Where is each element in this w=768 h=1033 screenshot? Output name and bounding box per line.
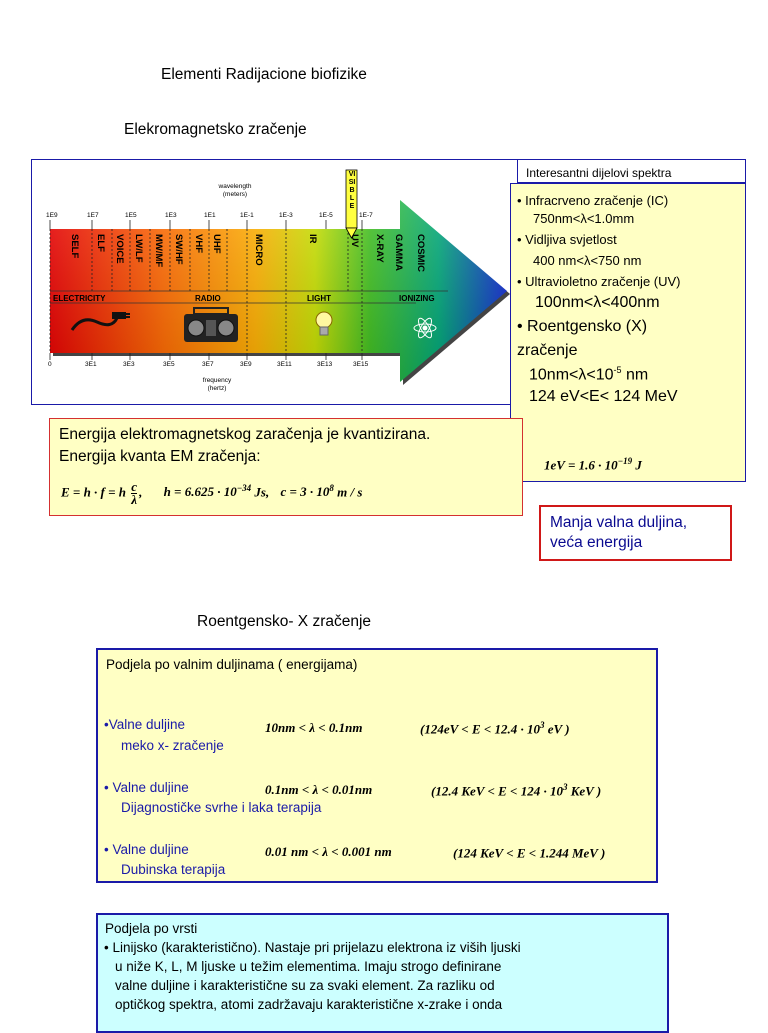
list-item: • Valne duljine	[104, 780, 189, 795]
frequency-tick: 0	[48, 361, 52, 368]
spectrum-graphic	[49, 169, 510, 385]
page-title: Elementi Radijacione biofizike	[161, 66, 367, 83]
list-item: Dubinska terapija	[121, 862, 226, 877]
range-formula: 10nm < λ < 0.1nm	[265, 720, 363, 735]
list-item: 750nm<λ<1.0mm	[533, 211, 635, 226]
wavelength-label: wavelength	[218, 183, 252, 190]
band-label: LW/LF	[133, 234, 144, 263]
visible-label: VISIBLE	[348, 171, 356, 210]
paragraph-line: optičkog spektra, atomi zadržavaju karak…	[115, 997, 503, 1012]
frequency-label: frequency	[202, 377, 232, 384]
radio-icon	[184, 307, 238, 342]
wavelength-tick: 1E5	[125, 212, 137, 219]
list-item: 100nm<λ<400nm	[535, 294, 660, 311]
energy-formula: (124 KeV < E < 1.244 MeV )	[453, 845, 606, 861]
list-item: • Vidljiva svjetlost	[517, 232, 617, 247]
band-label: SW/HF	[173, 234, 184, 265]
list-item: 124 eV<E< 124 MeV	[529, 388, 678, 405]
list-item: 400 nm<λ<750 nm	[533, 253, 642, 268]
atom-icon	[413, 317, 437, 339]
band-label: UV	[349, 234, 360, 248]
list-item: • Infracrveno zračenje (IC)	[517, 193, 669, 208]
band-label: GAMMA	[393, 234, 404, 271]
list-item: • Ultravioletno zračenje (UV)	[517, 274, 681, 289]
energy-line2: Energija kvanta EM zračenja:	[59, 448, 261, 465]
paragraph-line: • Linijsko (karakteristično). Nastaje pr…	[104, 940, 521, 955]
ev-formula: 1eV = 1.6 · 10−19 J	[544, 456, 642, 473]
frequency-tick: 3E5	[163, 361, 175, 368]
interest-title: Interesantni dijelovi spektra	[517, 159, 746, 183]
frequency-tick: 3E15	[353, 361, 369, 368]
division-title: Podjela po vrsti	[105, 921, 198, 936]
note-line2: veća energija	[550, 534, 643, 551]
interest-box: • Infracrveno zračenje (IC) 750nm<λ<1.0m…	[510, 183, 746, 482]
section-heading-em: Elekromagnetsko zračenje	[124, 121, 307, 138]
band-label: ELF	[95, 234, 106, 252]
frequency-tick: 3E11	[277, 361, 292, 368]
list-item: • Roentgensko (X)	[517, 318, 648, 335]
frequency-tick: 3E1	[85, 361, 97, 368]
frequency-tick: 3E13	[317, 361, 333, 368]
section-heading-xray: Roentgensko- X zračenje	[197, 613, 372, 630]
band-label: COSMIC	[415, 234, 426, 272]
section-label: LIGHT	[307, 294, 331, 303]
list-item: meko x- zračenje	[121, 738, 224, 753]
band-label: VHF	[193, 234, 204, 253]
wavelength-tick: 1E-1	[240, 212, 254, 219]
energy-line1: Energija elektromagnetskog zaračenja je …	[59, 426, 431, 443]
range-formula: 0.01 nm < λ < 0.001 nm	[265, 844, 392, 859]
band-label: UHF	[211, 234, 222, 254]
band-label: MICRO	[253, 234, 264, 266]
band-label: SELF	[69, 234, 80, 259]
light-bulb-icon	[315, 311, 333, 336]
wavelength-tick: 1E-5	[319, 212, 333, 219]
wavelength-unit: (meters)	[222, 191, 248, 198]
wavelength-tick: 1E7	[87, 212, 99, 219]
list-item: •Valne duljine	[104, 717, 186, 732]
wavelength-tick: 1E-3	[279, 212, 293, 219]
frequency-tick: 3E7	[202, 361, 214, 368]
section-label: RADIO	[195, 294, 221, 303]
paragraph-line: u niže K, L, M ljuske u težim elementima…	[115, 959, 502, 974]
band-label: MW/MF	[153, 234, 164, 268]
note-line1: Manja valna duljina,	[550, 514, 688, 531]
band-label: IR	[307, 234, 318, 244]
section-label: IONIZING	[399, 294, 435, 303]
section-label: ELECTRICITY	[53, 294, 106, 303]
list-item: 10nm<λ<10-5 nm	[529, 365, 649, 384]
energy-formula: E = h · f = h c λ , h = 6.625 · 10−34 Js…	[61, 479, 363, 507]
energy-box: Energija elektromagnetskog zaračenja je …	[49, 418, 523, 516]
wavelength-tick: 1E3	[165, 212, 177, 219]
cable-icon	[70, 312, 130, 331]
division-title: Podjela po valnim duljinama ( energijama…	[106, 657, 358, 672]
wavelength-tick: 1E1	[204, 212, 216, 219]
list-item: Dijagnostičke svrhe i laka terapija	[121, 800, 322, 815]
band-label: X-RAY	[374, 234, 385, 263]
wavelength-tick: 1E-7	[359, 212, 373, 219]
energy-formula: (12.4 KeV < E < 124 · 103 KeV )	[431, 782, 602, 799]
note-box: Manja valna duljina, veća energija	[539, 505, 732, 561]
frequency-tick: 3E9	[240, 361, 252, 368]
frequency-tick: 3E3	[123, 361, 135, 368]
em-spectrum-diagram: wavelength (meters) 1E9 1E7 1E5 1E3 1E1 …	[31, 159, 518, 405]
paragraph-line: valne duljine i karakteristične su za sv…	[115, 978, 495, 993]
list-item: zračenje	[517, 342, 578, 359]
energy-formula: (124eV < E < 12.4 · 103 eV )	[420, 720, 570, 737]
wavelength-division-box: Podjela po valnim duljinama ( energijama…	[96, 648, 658, 883]
list-item: • Valne duljine	[104, 842, 189, 857]
wavelength-tick: 1E9	[46, 212, 58, 219]
range-formula: 0.1nm < λ < 0.01nm	[265, 782, 373, 797]
band-label: VOICE	[114, 234, 125, 264]
frequency-unit: (hertz)	[207, 385, 227, 392]
type-division-box: Podjela po vrsti • Linijsko (karakterist…	[96, 913, 669, 1033]
